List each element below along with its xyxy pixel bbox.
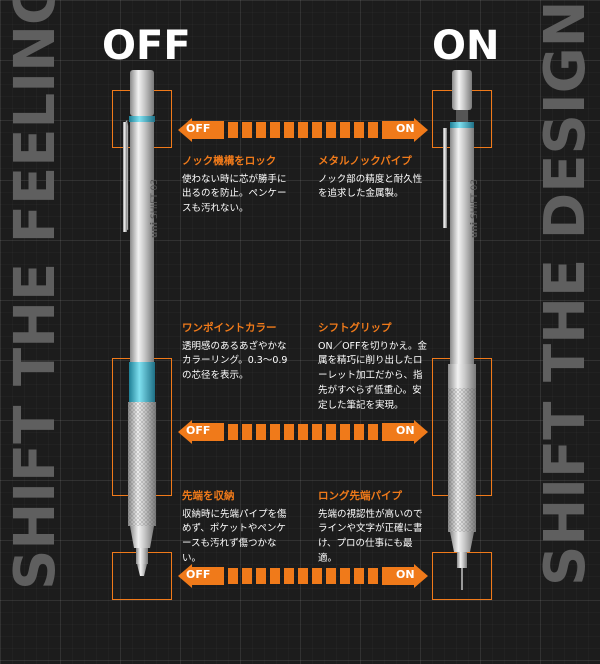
feature-one-point-color: ワンポイントカラー 透明感のあるあざやかなカラーリング。0.3～0.9の芯径を表…: [182, 322, 294, 384]
arrow-on-label: ON: [396, 122, 415, 135]
feature-title: ロング先端パイプ: [318, 490, 402, 502]
feature-retract-tip: 先端を収納 収納時に先端パイプを傷めず、ポケットやペンケースも汚れず傷つかない。: [182, 490, 294, 567]
arrow-off-label: OFF: [186, 424, 211, 437]
feature-metal-knock-pipe: メタルノックパイプ ノック部の精度と耐久性を追求した金属製。: [318, 155, 430, 202]
feature-title: シフトグリップ: [318, 322, 392, 334]
pen-off-model-name: SHIFT 03: [150, 178, 160, 219]
feature-knock-lock: ノック機構をロック 使わない時に芯が勝手に出るのを防止。ペンケースも汚れない。: [182, 155, 294, 217]
slogan-left: SHIFT THE FEELING.: [3, 0, 68, 590]
feature-title: 先端を収納: [182, 490, 235, 502]
pen-on-brand: uni SHIFT 03: [470, 179, 480, 238]
feature-long-tip-pipe: ロング先端パイプ 先端の視認性が高いのでラインや文字が正確に書け、プロの仕事にも…: [318, 490, 430, 567]
feature-body: 収納時に先端パイプを傷めず、ポケットやペンケースも汚れず傷つかない。: [182, 508, 287, 564]
arrow-on-label: ON: [396, 424, 415, 437]
feature-body: 先端の視認性が高いのでラインや文字が正確に書け、プロの仕事にも最適。: [318, 508, 423, 564]
pen-off-brand: uni SHIFT 03: [150, 179, 160, 238]
pen-on-model-name: SHIFT 03: [470, 178, 480, 219]
slogan-right: SHIFT THE DESIGN.: [533, 0, 598, 586]
feature-title: ワンポイントカラー: [182, 322, 277, 334]
off-on-arrow-middle: OFF ON: [178, 418, 428, 446]
arrow-on-label: ON: [396, 568, 415, 581]
pen-on-illustration: [443, 70, 476, 590]
pen-on-brand-name: uni: [470, 222, 480, 238]
off-on-arrow-top: OFF ON: [178, 116, 428, 144]
feature-title: メタルノックパイプ: [318, 155, 412, 167]
feature-title: ノック機構をロック: [182, 155, 277, 167]
feature-body: ON／OFFを切りかえ。金属を精巧に削り出したローレット加工だから、指先がすべら…: [318, 340, 427, 411]
feature-body: 使わない時に芯が勝手に出るのを防止。ペンケースも汚れない。: [182, 173, 287, 215]
off-on-arrow-bottom: OFF ON: [178, 562, 428, 590]
feature-body: ノック部の精度と耐久性を追求した金属製。: [318, 173, 423, 200]
pen-off-illustration: [123, 70, 156, 576]
on-state-label: ON: [432, 23, 500, 69]
off-state-label: OFF: [102, 23, 191, 69]
arrow-off-label: OFF: [186, 122, 211, 135]
feature-shift-grip: シフトグリップ ON／OFFを切りかえ。金属を精巧に削り出したローレット加工だか…: [318, 322, 430, 413]
feature-body: 透明感のあるあざやかなカラーリング。0.3～0.9の芯径を表示。: [182, 340, 288, 382]
pen-off-brand-name: uni: [150, 222, 160, 238]
arrow-off-label: OFF: [186, 568, 211, 581]
